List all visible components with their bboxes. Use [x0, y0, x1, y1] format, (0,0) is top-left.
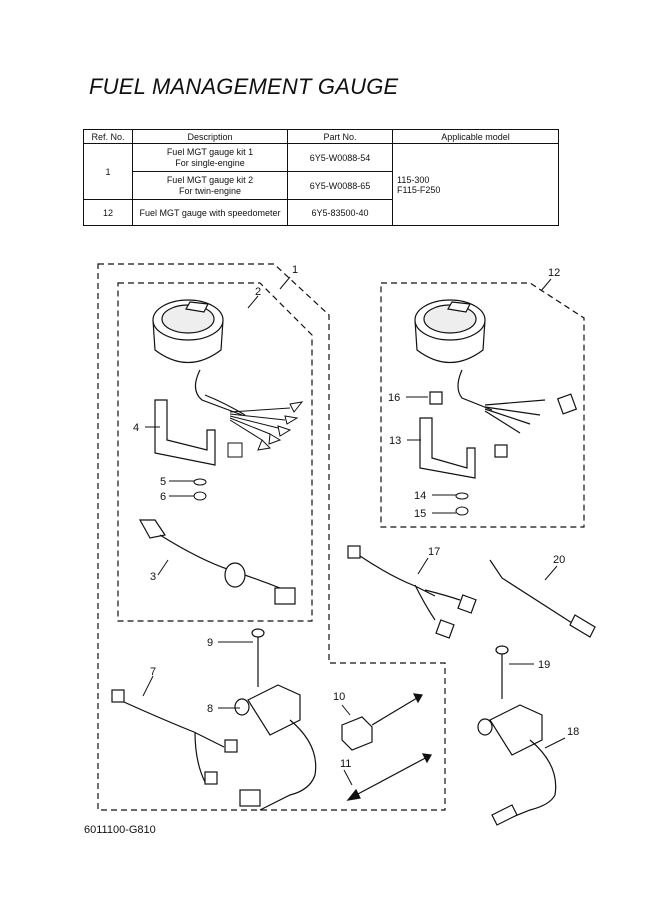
callout-2: 2 [255, 286, 261, 298]
connector-icon [341, 693, 432, 801]
callout-10: 10 [333, 691, 345, 703]
callout-labels: 1 2 3 4 5 6 7 8 9 10 11 12 13 14 15 16 1… [133, 264, 579, 770]
cell-part-no: 6Y5-W0088-65 [287, 171, 393, 200]
callout-1: 1 [292, 264, 298, 276]
hose-icon [489, 559, 596, 638]
callout-16: 16 [388, 392, 400, 404]
desc-line: Fuel MGT gauge kit 1 [166, 146, 254, 157]
cell-applicable-model: 115-300 F115-F250 [392, 143, 559, 226]
callout-3: 3 [150, 571, 156, 583]
footer-code: 6011100-G810 [84, 824, 156, 836]
desc-line: For single-engine [175, 157, 245, 168]
kit-1-outline [97, 263, 446, 811]
harness-icon [111, 689, 238, 785]
callout-19: 19 [538, 659, 550, 671]
callout-6: 6 [160, 491, 166, 503]
cell-ref: 1 [83, 143, 133, 200]
harness-icon [347, 545, 477, 639]
table-row: 1 Fuel MGT gauge kit 1 For single-engine… [83, 143, 559, 226]
parts-table: Ref. No. Description Part No. Applicable… [83, 129, 559, 226]
model-line: 115-300 [397, 174, 430, 185]
callout-20: 20 [553, 554, 565, 566]
callout-11: 11 [340, 758, 351, 770]
callout-13: 13 [389, 435, 401, 447]
gauge-icon [414, 299, 578, 479]
callout-7: 7 [150, 666, 156, 678]
gauge-icon [152, 299, 246, 416]
washer-icon [193, 478, 469, 516]
desc-line: For twin-engine [178, 185, 242, 196]
callout-18: 18 [567, 726, 579, 738]
callout-8: 8 [207, 703, 213, 715]
cell-part-no: 6Y5-83500-40 [287, 199, 393, 226]
callout-5: 5 [160, 476, 166, 488]
cell-part-no: 6Y5-W0088-54 [287, 143, 393, 172]
callout-17: 17 [428, 546, 440, 558]
callout-9: 9 [207, 637, 213, 649]
model-line: F115-F250 [397, 184, 441, 195]
callout-4: 4 [133, 422, 139, 434]
table-row: 12 Fuel MGT gauge with speedometer 6Y5-8… [83, 199, 559, 226]
part-12-outline [380, 282, 585, 528]
table-row: Fuel MGT gauge kit 2 For twin-engine 6Y5… [84, 171, 559, 200]
callout-15: 15 [414, 508, 426, 520]
bracket-icon [154, 399, 216, 466]
callout-14: 14 [414, 490, 426, 502]
page-title: FUEL MANAGEMENT GAUGE [89, 74, 399, 99]
callout-12: 12 [548, 267, 560, 279]
screw-icon [251, 628, 265, 687]
cell-description: Fuel MGT gauge kit 2 For twin-engine [132, 171, 288, 200]
cable-icon [138, 519, 296, 605]
sensor-icon [477, 645, 557, 826]
harness-icon [227, 401, 304, 458]
leader-lines [142, 276, 566, 786]
desc-line: Fuel MGT gauge kit 2 [166, 174, 254, 185]
sensor-icon [234, 684, 317, 811]
kit-2-outline [117, 282, 313, 622]
